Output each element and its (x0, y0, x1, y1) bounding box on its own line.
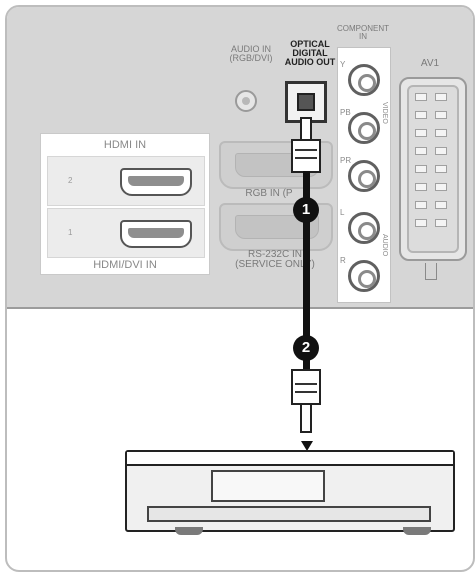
jack-label-y: Y (340, 60, 346, 69)
optical-cable-icon (303, 171, 310, 371)
scart-pin (415, 147, 427, 155)
arrow-down-icon (301, 441, 313, 451)
scart-pin (435, 183, 447, 191)
rs232c-label: RS-232C IN (SERVICE ONLY) (221, 250, 329, 270)
scart-pin (435, 165, 447, 173)
hdmi-port-icon (120, 220, 192, 248)
device-foot (403, 527, 431, 535)
device-top (127, 452, 453, 466)
jack-label-pb: PB (340, 108, 351, 117)
cable-plug-tip-top (300, 117, 312, 141)
scart-pin (435, 93, 447, 101)
component-label-line2: IN (359, 32, 367, 41)
plug-ridge (295, 149, 317, 151)
hdmi-panel: HDMI IN 2 1 HDMI/DVI IN (40, 133, 210, 275)
device-slot (211, 470, 325, 502)
plug-ridge (295, 157, 317, 159)
scart-pin (415, 201, 427, 209)
jack-label-l: L (340, 208, 345, 217)
scart-pin (415, 165, 427, 173)
cable-plug-tip-bottom (300, 403, 312, 433)
rgb-in-label: RGB IN (P (245, 188, 293, 199)
scart-pin (415, 93, 427, 101)
scart-pin (415, 219, 427, 227)
optical-out-label: OPTICAL DIGITAL AUDIO OUT (283, 40, 337, 67)
hdmi-port-number: 1 (68, 228, 73, 237)
video-side-label: VIDEO (381, 102, 388, 124)
component-jack-pb (348, 112, 380, 144)
audio-device-icon (125, 450, 455, 532)
device-strip (147, 506, 431, 522)
scart-pin (435, 201, 447, 209)
rgb-in-port-icon (219, 141, 333, 189)
optical-label-line1: OPTICAL (290, 39, 330, 49)
audio-in-jack (235, 90, 257, 112)
optical-port-icon (285, 81, 327, 123)
device-foot (175, 527, 203, 535)
scart-pin (435, 111, 447, 119)
av1-label: AV1 (420, 58, 440, 69)
tv-rear-panel: AUDIO IN (RGB/DVI) OPTICAL DIGITAL AUDIO… (7, 7, 473, 309)
component-panel: Y PB PR L R VIDEO AUDIO (337, 47, 391, 303)
jack-label-r: R (340, 256, 346, 265)
audio-jack-r (348, 260, 380, 292)
component-jack-pr (348, 160, 380, 192)
scart-pin (415, 129, 427, 137)
scart-pin (435, 219, 447, 227)
scart-pin (415, 111, 427, 119)
scart-pin (435, 129, 447, 137)
optical-label-line2: DIGITAL (292, 48, 328, 58)
audio-in-label: AUDIO IN (RGB/DVI) (221, 45, 281, 63)
rs232c-label-line1: RS-232C IN (248, 249, 302, 260)
plug-ridge (295, 383, 317, 385)
optical-label-line3: AUDIO OUT (284, 57, 336, 67)
scart-pin (435, 147, 447, 155)
component-jack-y (348, 64, 380, 96)
hdmi-port-number: 2 (68, 176, 73, 185)
diagram-frame: AUDIO IN (RGB/DVI) OPTICAL DIGITAL AUDIO… (5, 5, 475, 572)
audio-side-label: AUDIO (381, 234, 388, 257)
ground-symbol-icon (425, 263, 437, 280)
hdmi-in-label: HDMI IN (103, 139, 147, 151)
hdmi-dvi-in-label: HDMI/DVI IN (93, 259, 157, 271)
step-badge-1: 1 (293, 197, 319, 223)
audio-in-label-line1: AUDIO IN (230, 44, 271, 54)
scart-pin (415, 183, 427, 191)
plug-ridge (295, 391, 317, 393)
hdmi-port-icon (120, 168, 192, 196)
cable-plug-top (291, 139, 321, 173)
jack-label-pr: PR (340, 156, 352, 165)
step-badge-2: 2 (293, 335, 319, 361)
scart-connector-icon (399, 77, 467, 261)
hdmi-port-1: 1 (47, 208, 205, 258)
rs232c-port-icon (219, 203, 333, 251)
cable-plug-bottom (291, 369, 321, 405)
audio-jack-l (348, 212, 380, 244)
hdmi-port-2: 2 (47, 156, 205, 206)
component-label-line1: COMPONENT (337, 24, 389, 33)
rs232c-label-line2: (SERVICE ONLY) (235, 259, 315, 270)
component-in-label: COMPONENT IN (337, 25, 389, 41)
audio-in-label-line2: (RGB/DVI) (229, 53, 273, 63)
